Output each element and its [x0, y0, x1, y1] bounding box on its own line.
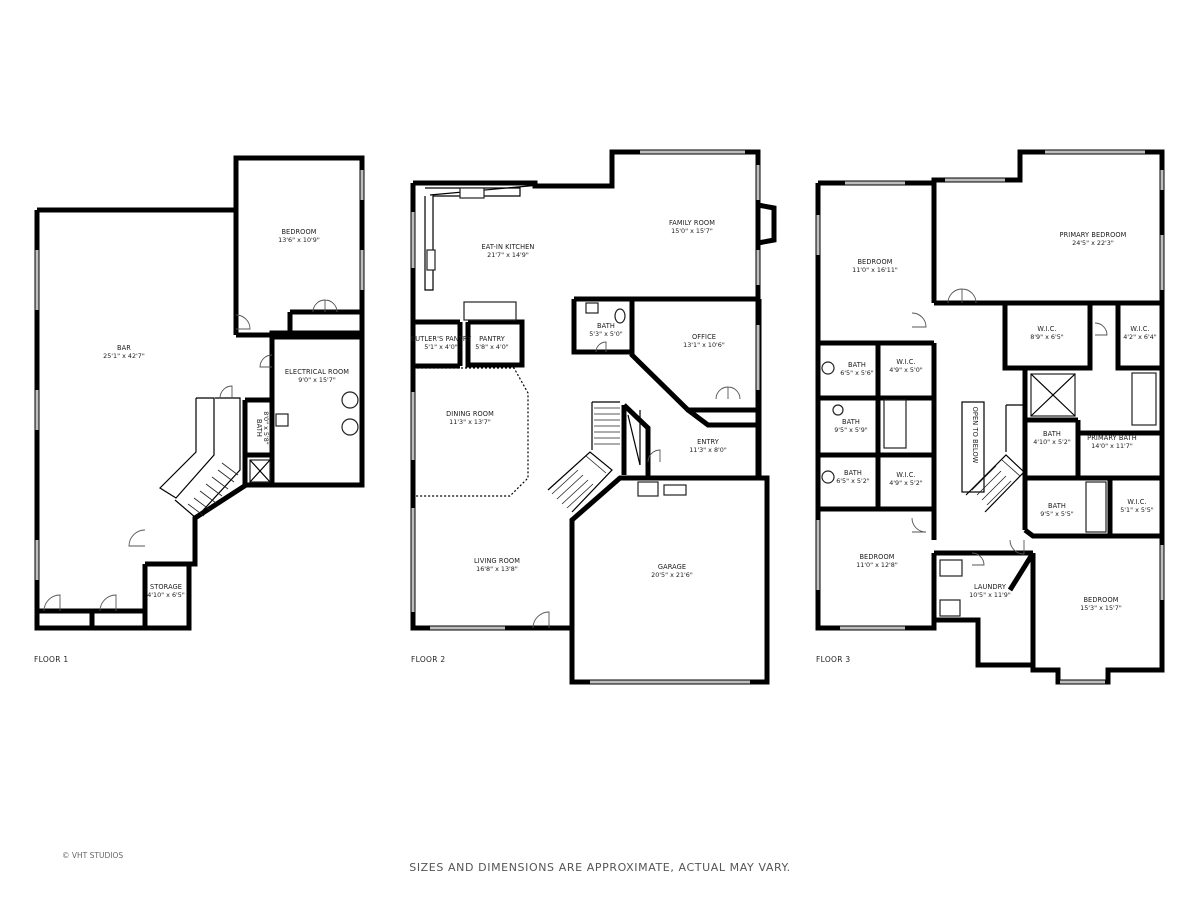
room-dimensions: 25'1" x 42'7"	[103, 352, 145, 360]
room-name: FAMILY ROOM	[669, 219, 715, 227]
room-name: BATH	[842, 418, 860, 426]
room-dimensions: 6'5" x 5'2"	[836, 477, 870, 485]
room-dimensions: 20'5" x 21'6"	[651, 571, 693, 579]
room-name: BATH	[255, 419, 263, 437]
room-dimensions: 11'0" x 12'8"	[856, 561, 898, 569]
room-name: W.I.C.	[1130, 325, 1149, 333]
room-dimensions: 4'10" x 5'2"	[1033, 438, 1071, 446]
room-dimensions: 4'2" x 6'4"	[1123, 333, 1157, 341]
floor-2-label: FLOOR 2	[411, 655, 446, 664]
room-dimensions: 24'5" x 22'3"	[1072, 239, 1114, 247]
room-name: PRIMARY BEDROOM	[1060, 231, 1127, 239]
open-to-below-label: OPEN TO BELOW	[971, 407, 979, 464]
room-dimensions: 4'10" x 6'5"	[147, 591, 185, 599]
room-dimensions: 13'6" x 10'9"	[278, 236, 320, 244]
room-name: W.I.C.	[1037, 325, 1056, 333]
room-name: BAR	[117, 344, 131, 352]
room-name: EAT-IN KITCHEN	[482, 243, 535, 251]
room-dimensions: 6'5" x 5'6"	[840, 369, 874, 377]
floor-2-plan	[410, 149, 777, 685]
room-dimensions: 15'0" x 15'7"	[671, 227, 713, 235]
studio-credit: © VHT STUDIOS	[62, 851, 124, 860]
room-name: W.I.C.	[896, 471, 915, 479]
room-name: STORAGE	[150, 583, 182, 591]
room-name: BATH	[1048, 502, 1066, 510]
room-name: DINING ROOM	[446, 410, 494, 418]
room-name: LAUNDRY	[974, 583, 1007, 591]
room-name: BATH	[844, 469, 862, 477]
room-dimensions: 21'7" x 14'9"	[487, 251, 529, 259]
room-dimensions: 4'9" x 5'2"	[889, 479, 923, 487]
room-dimensions: 5'3" x 5'0"	[589, 330, 623, 338]
floor-3-plan	[815, 149, 1165, 685]
room-name: BATH	[1043, 430, 1061, 438]
room-name: PANTRY	[479, 335, 506, 343]
room-name: BEDROOM	[859, 553, 894, 561]
floor-3-label: FLOOR 3	[816, 655, 851, 664]
disclaimer-text: SIZES AND DIMENSIONS ARE APPROXIMATE, AC…	[409, 861, 791, 874]
room-name: GARAGE	[658, 563, 686, 571]
room-dimensions: 11'3" x 13'7"	[449, 418, 491, 426]
room-dimensions: 16'8" x 13'8"	[476, 565, 518, 573]
room-dimensions: 9'5" x 5'5"	[1040, 510, 1074, 518]
room-name: LIVING ROOM	[474, 557, 520, 565]
room-name: BEDROOM	[281, 228, 316, 236]
room-name: BUTLER'S PANTRY	[411, 335, 472, 343]
room-dimensions: 5'8" x 4'0"	[475, 343, 509, 351]
room-name: BEDROOM	[857, 258, 892, 266]
room-dimensions: 11'3" x 8'0"	[689, 446, 727, 454]
room-dimensions: 9'5" x 5'9"	[834, 426, 868, 434]
room-dimensions: 8'0" x 5'8"	[262, 411, 270, 445]
room-labels: BAR 25'1" x 42'7" BEDROOM 13'6" x 10'9" …	[103, 219, 1157, 612]
room-name: ELECTRICAL ROOM	[285, 368, 349, 376]
floor-1-label: FLOOR 1	[34, 655, 69, 664]
room-name: BATH	[848, 361, 866, 369]
room-dimensions: 9'0" x 15'7"	[298, 376, 336, 384]
room-dimensions: 8'9" x 6'5"	[1030, 333, 1064, 341]
room-dimensions: 14'0" x 11'7"	[1091, 442, 1133, 450]
room-dimensions: 5'1" x 4'0"	[424, 343, 458, 351]
room-dimensions: 13'1" x 10'6"	[683, 341, 725, 349]
floor-1-plan	[34, 155, 365, 631]
room-name: BATH	[597, 322, 615, 330]
room-name: OFFICE	[692, 333, 716, 341]
room-dimensions: 11'0" x 16'11"	[852, 266, 898, 274]
room-name: ENTRY	[697, 438, 720, 446]
room-name: W.I.C.	[896, 358, 915, 366]
room-dimensions: 4'9" x 5'0"	[889, 366, 923, 374]
room-dimensions: 5'1" x 5'5"	[1120, 506, 1154, 514]
room-name: BEDROOM	[1083, 596, 1118, 604]
room-dimensions: 10'5" x 11'9"	[969, 591, 1011, 599]
room-dimensions: 15'3" x 15'7"	[1080, 604, 1122, 612]
room-name: W.I.C.	[1127, 498, 1146, 506]
room-name: PRIMARY BATH	[1087, 434, 1137, 442]
